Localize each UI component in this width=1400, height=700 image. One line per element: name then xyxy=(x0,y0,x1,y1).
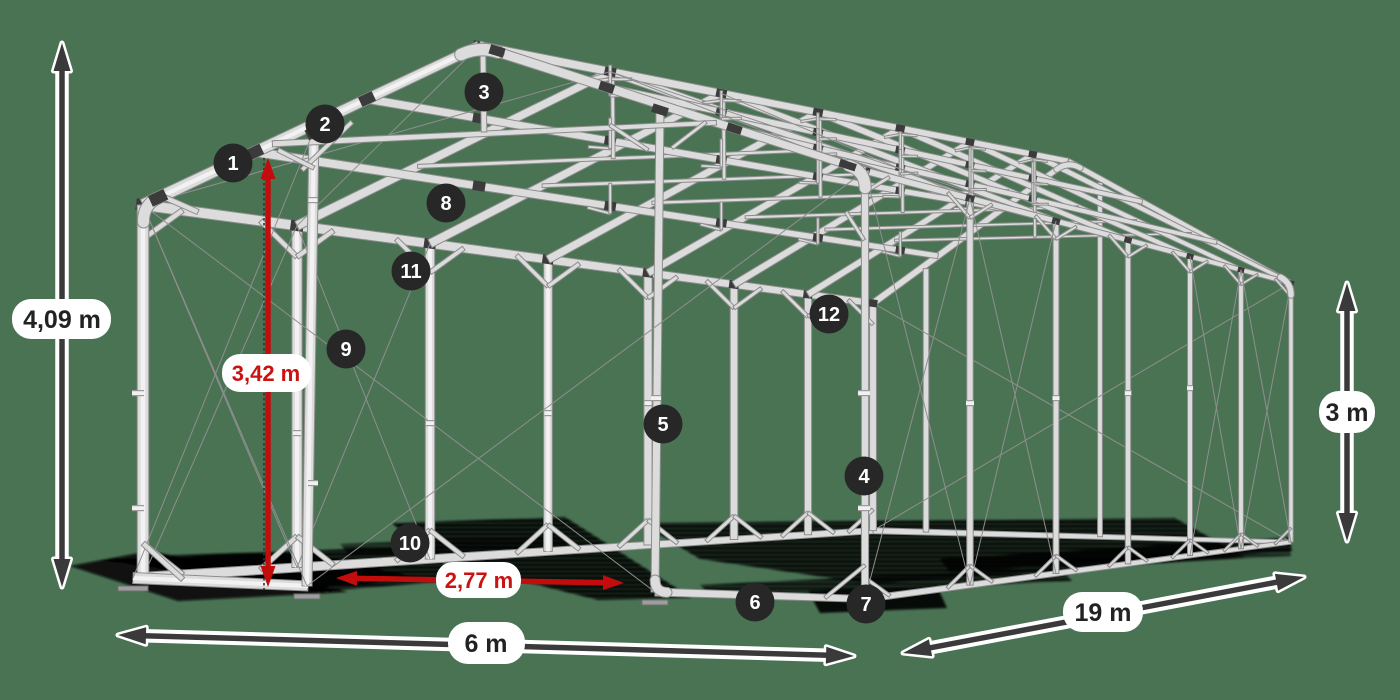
svg-text:1: 1 xyxy=(227,153,238,175)
svg-text:9: 9 xyxy=(340,339,351,361)
svg-text:3: 3 xyxy=(478,82,489,104)
svg-text:10: 10 xyxy=(399,533,421,555)
svg-text:7: 7 xyxy=(860,594,871,616)
svg-text:2: 2 xyxy=(319,114,330,136)
svg-text:3 m: 3 m xyxy=(1325,399,1368,427)
svg-text:2,77 m: 2,77 m xyxy=(445,568,514,593)
svg-text:19 m: 19 m xyxy=(1075,599,1132,627)
svg-text:12: 12 xyxy=(818,304,840,326)
svg-text:4: 4 xyxy=(858,466,870,488)
svg-text:5: 5 xyxy=(657,414,668,436)
svg-text:11: 11 xyxy=(400,261,421,283)
svg-text:6 m: 6 m xyxy=(464,630,507,658)
svg-text:3,42 m: 3,42 m xyxy=(232,361,301,386)
svg-text:6: 6 xyxy=(749,592,760,614)
svg-text:8: 8 xyxy=(440,193,451,215)
svg-text:4,09 m: 4,09 m xyxy=(23,306,101,334)
